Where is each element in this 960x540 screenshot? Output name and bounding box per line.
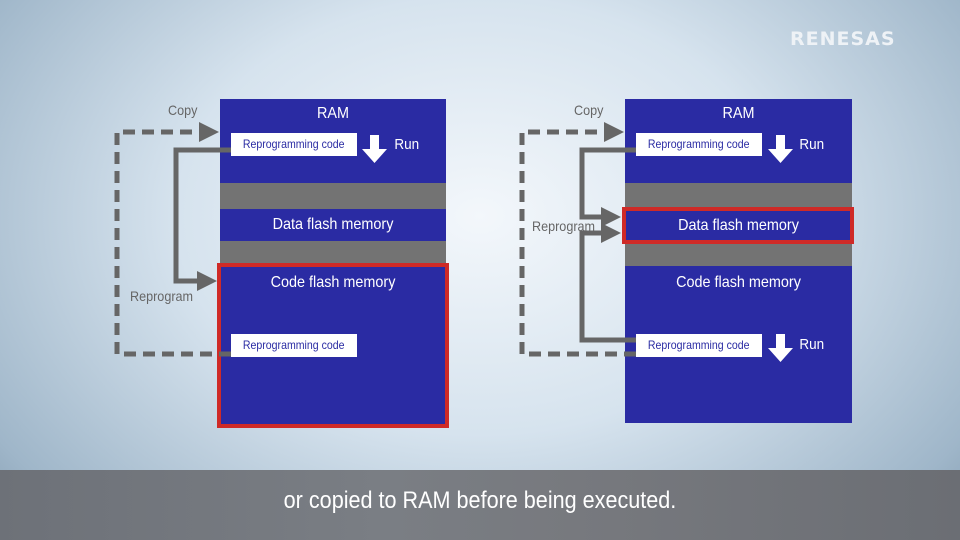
separator [220, 241, 446, 265]
reprogram-label: Reprogram [130, 288, 194, 304]
ram-reprogramming-code: Reprogramming code [231, 133, 357, 156]
code-flash-label: Code flash memory [676, 274, 801, 291]
run-arrow-icon [768, 135, 793, 163]
ram-reprogramming-code: Reprogramming code [636, 133, 762, 156]
code-flash-label: Code flash memory [270, 274, 396, 291]
ram-run-label: Run [394, 136, 420, 153]
flash-run-label: Run [799, 336, 825, 353]
highlight-data-flash [622, 207, 854, 244]
data-flash-block: Data flash memory [625, 209, 852, 242]
copy-label: Copy [168, 102, 198, 118]
code-flash-block: Code flash memory Reprogramming code Run [625, 266, 852, 423]
flash-reprogramming-code: Reprogramming code [636, 334, 762, 357]
data-flash-block: Data flash memory [220, 209, 446, 241]
ram-label: RAM [722, 105, 755, 122]
separator [220, 183, 446, 209]
copy-arrow [114, 122, 231, 357]
ram-block: RAM Reprogramming code Run [220, 99, 446, 183]
separator [625, 183, 852, 209]
ram-label: RAM [316, 105, 350, 122]
separator [625, 244, 852, 266]
reprogram-arrow [173, 147, 231, 291]
code-flash-block: Code flash memory Reprogramming code [220, 265, 446, 425]
reprogram-arrow [579, 223, 636, 343]
run-arrow-icon [768, 334, 793, 362]
copy-label: Copy [574, 102, 604, 118]
subtitle-text: or copied to RAM before being executed. [283, 487, 677, 514]
ram-run-label: Run [799, 136, 825, 153]
renesas-logo: RENESAS [790, 28, 896, 50]
ram-block: RAM Reprogramming code Run [625, 99, 852, 183]
data-flash-label: Data flash memory [272, 216, 394, 233]
data-flash-label: Data flash memory [678, 217, 799, 234]
highlight-code-flash [217, 263, 449, 428]
flash-reprogramming-code: Reprogramming code [231, 334, 357, 357]
reprogram-arrow [579, 147, 636, 227]
reprogram-label: Reprogram [532, 218, 596, 234]
copy-arrow [519, 122, 636, 357]
subtitle-bar: or copied to RAM before being executed. [0, 470, 960, 540]
run-arrow-icon [362, 135, 387, 163]
